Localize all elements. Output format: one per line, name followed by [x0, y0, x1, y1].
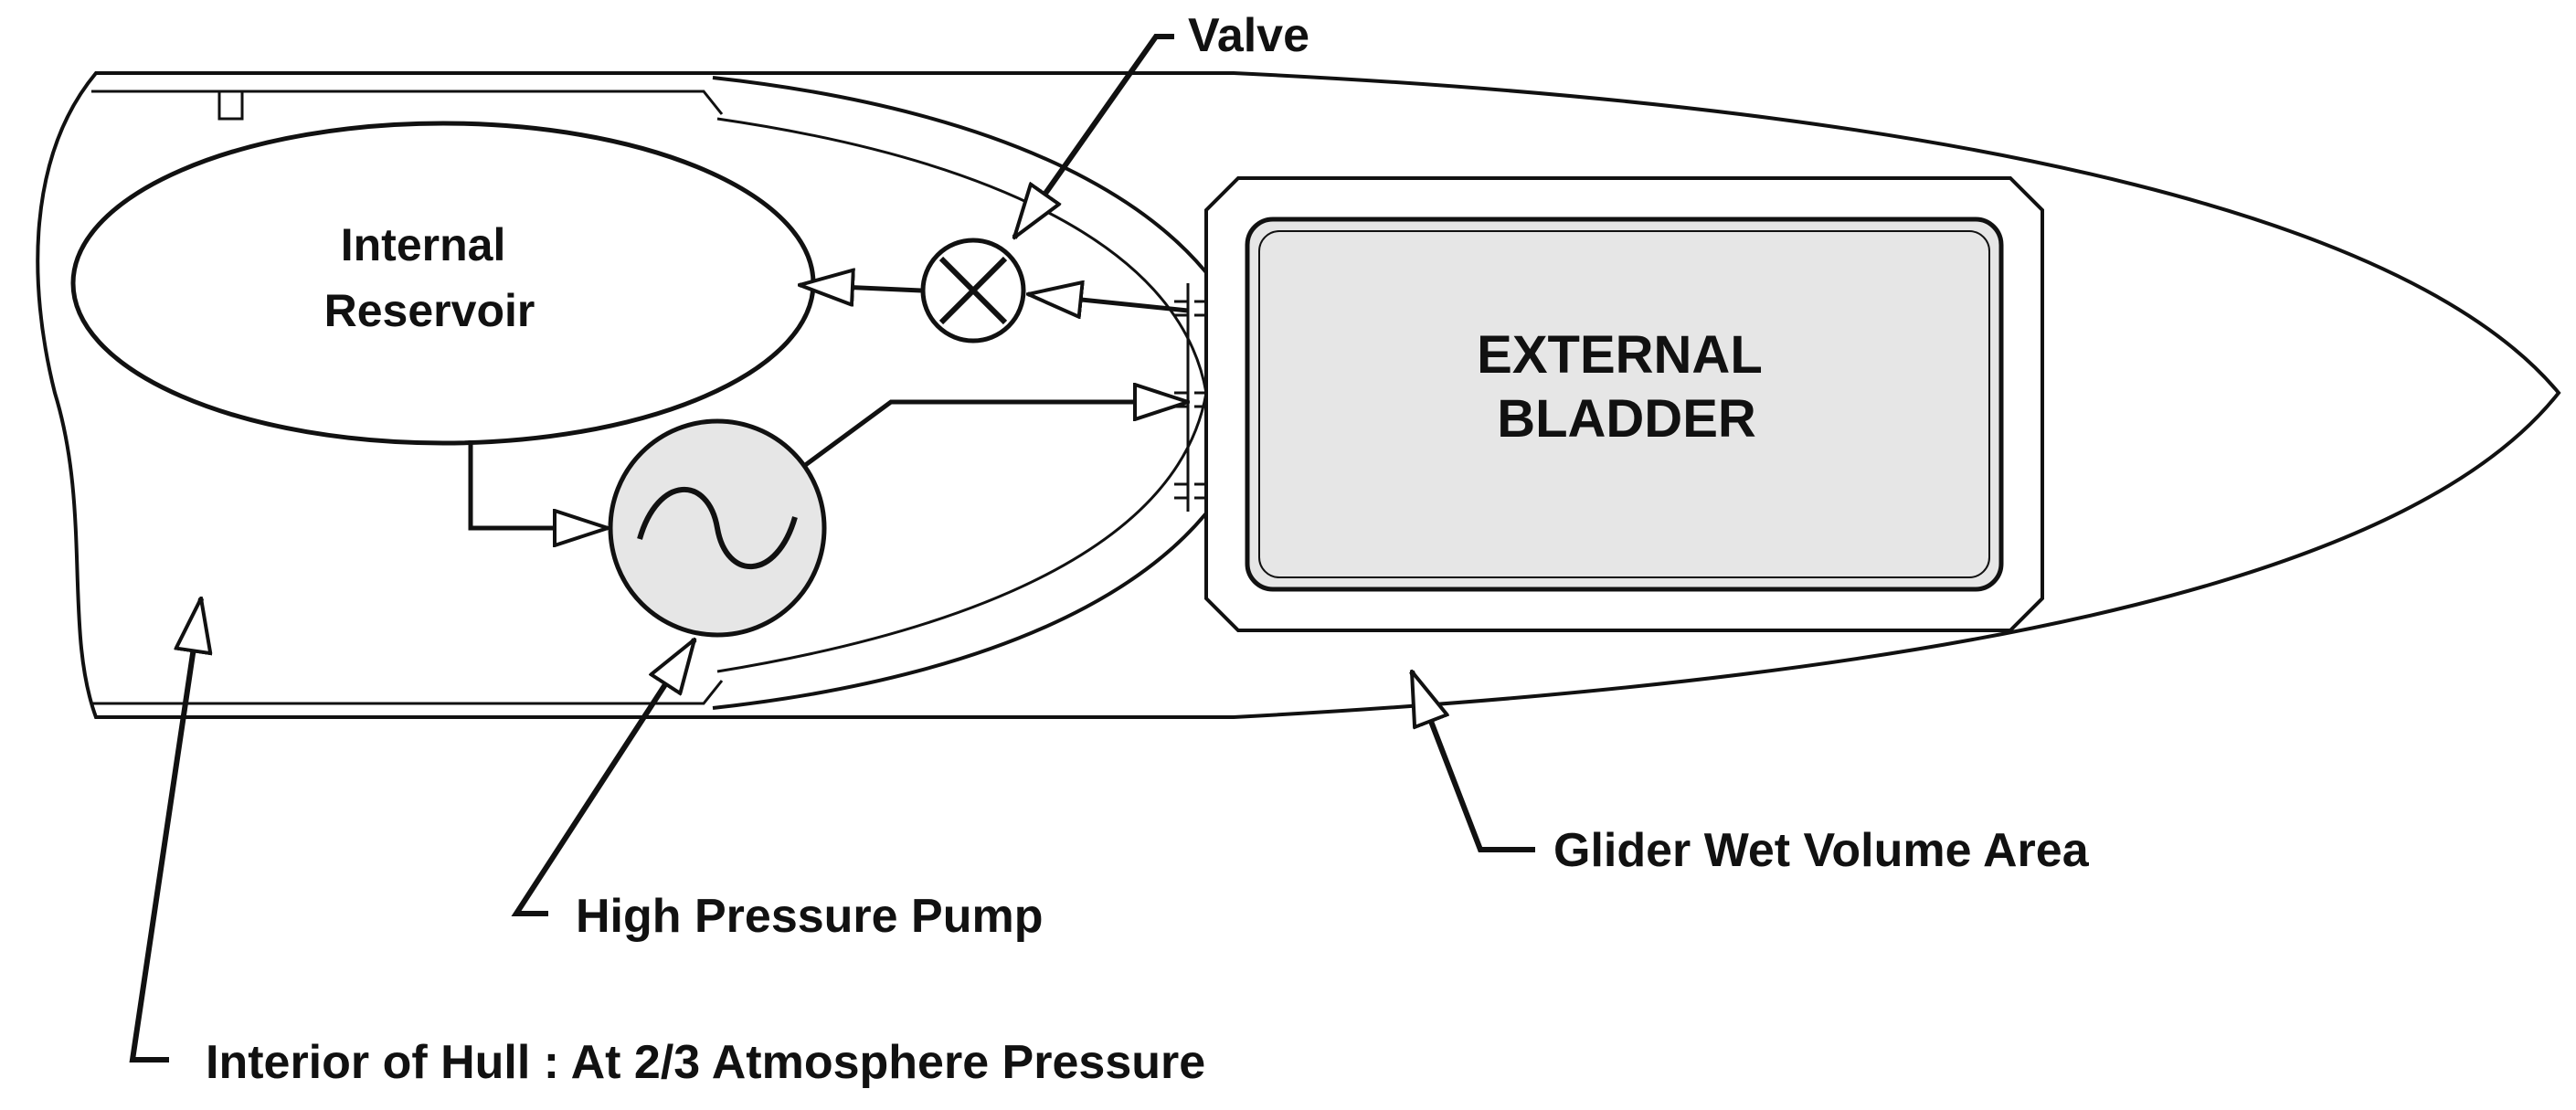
glider-hull-outline: [36, 71, 2561, 719]
valve-symbol: [920, 238, 1026, 344]
callout-arrows: [129, 34, 1535, 1062]
external-bladder: [1204, 176, 2044, 632]
high-pressure-pump-symbol: [608, 418, 827, 638]
external-bladder-label: EXTERNAL BLADDER: [1477, 325, 1776, 449]
valve-label: Valve: [1188, 9, 1309, 62]
glider-wet-volume-area-label: Glider Wet Volume Area: [1553, 824, 2090, 877]
pressure-hull-cap: [712, 76, 1264, 710]
internal-reservoir: [70, 121, 816, 446]
high-pressure-pump-label: High Pressure Pump: [576, 890, 1043, 943]
interior-of-hull-label: Interior of Hull : At 2/3 Atmosphere Pre…: [206, 1036, 1205, 1089]
flow-lines: [468, 285, 1188, 528]
internal-reservoir-label: Internal Reservoir: [324, 219, 535, 336]
